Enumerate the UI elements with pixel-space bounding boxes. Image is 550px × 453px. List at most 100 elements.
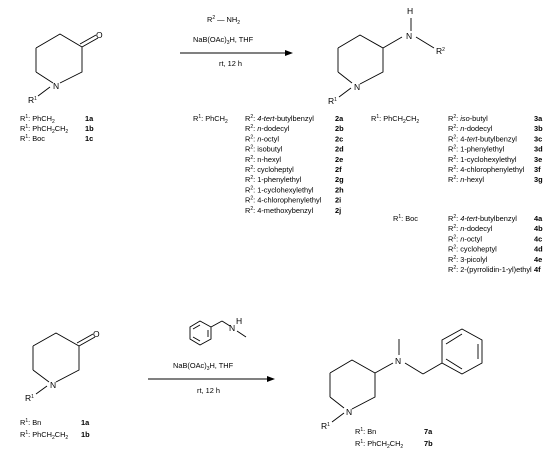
atom-r2: R2 bbox=[436, 46, 445, 56]
piperidinone-structure-2: O N R1 bbox=[25, 329, 100, 403]
atom-h: H bbox=[236, 316, 242, 326]
atom-n: N bbox=[53, 81, 59, 91]
substituent-r2: R2: cycloheptyl bbox=[245, 165, 294, 174]
tertiary-amine-structure: N N R1 bbox=[321, 328, 483, 431]
compound-id: 3g bbox=[534, 175, 543, 184]
compound-id: 4a bbox=[534, 214, 543, 223]
piperidinone-structure-1: O N R1 bbox=[28, 30, 103, 105]
series-r1-label: R1: PhCH2CH2 bbox=[371, 114, 419, 125]
compound-id: 1a bbox=[81, 418, 90, 427]
atom-o: O bbox=[96, 30, 103, 40]
compound-id: 2d bbox=[335, 145, 344, 154]
product-list-2: R1: Bn 7a R1: PhCH2CH2 7b bbox=[355, 427, 433, 450]
substituent-r2: R2: n-hexyl bbox=[245, 155, 281, 164]
compound-id: 7a bbox=[424, 427, 433, 436]
substituent-r2: R2: n-dodecyl bbox=[245, 124, 290, 133]
compound-id: 2g bbox=[335, 175, 344, 184]
substituent-r2: R2: 1-phenylethyl bbox=[245, 175, 302, 184]
substituent-r2: R2: n-dodecyl bbox=[448, 124, 493, 133]
substituent-r2: R2: 1-cyclohexylethyl bbox=[448, 155, 517, 164]
reagent-amine: R2—NH2 bbox=[207, 15, 240, 26]
list-item: R1: PhCH2 bbox=[20, 114, 55, 125]
atom-r1: R1 bbox=[328, 96, 337, 106]
compound-id: 2e bbox=[335, 155, 343, 164]
substituent-r2: R2: n-dodecyl bbox=[448, 224, 493, 233]
atom-ring-n: N bbox=[354, 82, 360, 92]
list-item: R1: PhCH2CH2 bbox=[20, 124, 68, 135]
compound-id: 3e bbox=[534, 155, 542, 164]
series-r1-label: R1: Boc bbox=[393, 214, 418, 223]
atom-r1: R1 bbox=[321, 421, 330, 431]
substituent-r2: R2: 4-tert-butylbenzyl bbox=[448, 134, 517, 143]
substituent-r2: R2: 1-cyclohexylethyl bbox=[245, 185, 314, 194]
compound-id: 3d bbox=[534, 145, 543, 154]
substituent-r2: R2: 2-(pyrrolidin-1-yl)ethyl bbox=[448, 265, 532, 274]
reagent-methylbenzylamine: N H bbox=[189, 316, 247, 346]
series-r1-label: R1: PhCH2 bbox=[193, 114, 228, 125]
list-item: R1: Bn bbox=[355, 427, 376, 436]
substituent-r2: R2: 1-phenylethyl bbox=[448, 145, 505, 154]
compound-id: 7b bbox=[424, 439, 433, 448]
list-item: R1: PhCH2CH2 bbox=[20, 430, 68, 441]
compound-id: 3a bbox=[534, 114, 543, 123]
compound-id: 1b bbox=[81, 430, 90, 439]
compound-id: 2i bbox=[335, 196, 341, 205]
aminopiperidine-structure-1: H N R2 N R1 bbox=[328, 6, 445, 106]
substituent-r2: R2: isobutyl bbox=[245, 145, 283, 154]
substituent-r2: R2: 4-chlorophenylethyl bbox=[245, 196, 322, 205]
compound-id: 1c bbox=[85, 134, 93, 143]
atom-amine-n: N bbox=[395, 356, 401, 366]
compound-id: 2b bbox=[335, 124, 344, 133]
compound-id: 4c bbox=[534, 234, 542, 243]
start-list-1: R1: PhCH2 1a R1: PhCH2CH2 1b R1: Boc 1c bbox=[20, 114, 94, 143]
atom-o: O bbox=[93, 329, 100, 339]
atom-n: N bbox=[229, 323, 235, 333]
substituent-r2: R2: cycloheptyl bbox=[448, 245, 497, 254]
condition-reductant: NaB(OAc)3H, THF bbox=[173, 361, 234, 372]
compound-id: 2f bbox=[335, 165, 342, 174]
substituent-r2: R2: n-octyl bbox=[245, 134, 279, 143]
compound-id: 3c bbox=[534, 134, 542, 143]
reaction-arrow-1: R2—NH2 NaB(OAc)3H, THF rt, 12 h bbox=[180, 15, 293, 68]
substituent-r2: R2: n-octyl bbox=[448, 234, 482, 243]
compound-id: 1b bbox=[85, 124, 94, 133]
atom-r1: R1 bbox=[25, 393, 34, 403]
compound-id: 4b bbox=[534, 224, 543, 233]
substituent-r2: R2: n-hexyl bbox=[448, 175, 484, 184]
compound-id: 4e bbox=[534, 255, 542, 264]
condition-time: rt, 12 h bbox=[219, 59, 242, 68]
condition-time: rt, 12 h bbox=[197, 386, 220, 395]
compound-id: 3b bbox=[534, 124, 543, 133]
substituent-r2: R2: iso-butyl bbox=[448, 114, 488, 123]
atom-ring-n: N bbox=[346, 407, 352, 417]
compound-id: 2c bbox=[335, 134, 343, 143]
substituent-r2: R2: 4-methoxybenzyl bbox=[245, 206, 313, 215]
reaction-arrow-2: NaB(OAc)3H, THF rt, 12 h bbox=[148, 361, 275, 395]
substituent-r2: R2: 4-tert-butylbenzyl bbox=[448, 214, 517, 223]
compound-id: 2h bbox=[335, 185, 344, 194]
list-item: R1: Boc bbox=[20, 134, 45, 143]
condition-reductant: NaB(OAc)3H, THF bbox=[193, 35, 254, 46]
atom-n: N bbox=[50, 380, 56, 390]
compound-id: 1a bbox=[85, 114, 94, 123]
list-item: R1: Bn bbox=[20, 418, 41, 427]
compound-id: 4f bbox=[534, 265, 541, 274]
compound-id: 3f bbox=[534, 165, 541, 174]
compound-id: 2j bbox=[335, 206, 341, 215]
substituent-r2: R2: 4-chlorophenylethyl bbox=[448, 165, 525, 174]
compound-id: 2a bbox=[335, 114, 344, 123]
list-item: R1: PhCH2CH2 bbox=[355, 439, 403, 450]
start-list-2: R1: Bn 1a R1: PhCH2CH2 1b bbox=[20, 418, 90, 441]
substituent-r2: R2: 4-tert-butylbenzyl bbox=[245, 114, 314, 123]
compound-id: 4d bbox=[534, 245, 543, 254]
atom-h: H bbox=[407, 6, 413, 16]
atom-r1: R1 bbox=[28, 95, 37, 105]
